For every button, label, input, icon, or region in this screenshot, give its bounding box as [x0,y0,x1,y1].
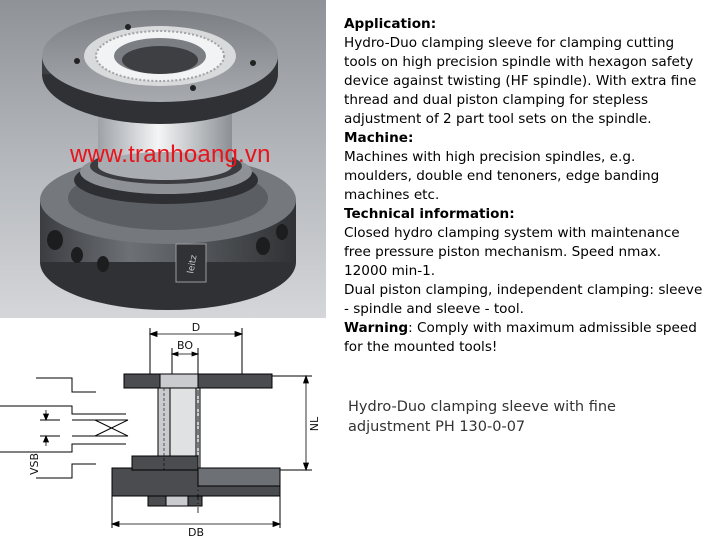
dim-vsb-label: VSB [28,453,41,475]
dim-db-label: DB [188,526,204,538]
technical-text: Closed hydro clamping system with mainte… [344,225,680,279]
technical-heading: Technical information: [344,206,515,222]
machine-heading: Machine: [344,130,414,146]
dim-nl-label: NL [308,416,321,431]
svg-text:leitz: leitz [186,254,199,275]
product-caption: Hydro-Duo clamping sleeve with fine adju… [348,399,616,435]
machine-text: Machines with high precision spindles, e… [344,149,660,203]
dim-d-label: D [192,321,200,334]
dim-bo-label: BO [177,339,193,352]
description-block: Application: Hydro-Duo clamping sleeve f… [344,15,704,357]
warning-text: Warning: Comply with maximum admissible … [344,319,704,357]
leitz-logo: leitz [175,243,207,283]
watermark-text: www.tranhoang.vn [70,141,271,168]
technical-drawing: D BO NL VSB DB [0,321,321,538]
clamping-text: Dual piston clamping, independent clampi… [344,282,703,317]
product-photo: leitz [0,0,326,318]
warning-body: : Comply with maximum admissible speed f… [344,320,697,355]
application-heading: Application: [344,16,437,32]
application-text: Hydro-Duo clamping sleeve for clamping c… [344,35,697,127]
warning-label: Warning [344,320,409,336]
